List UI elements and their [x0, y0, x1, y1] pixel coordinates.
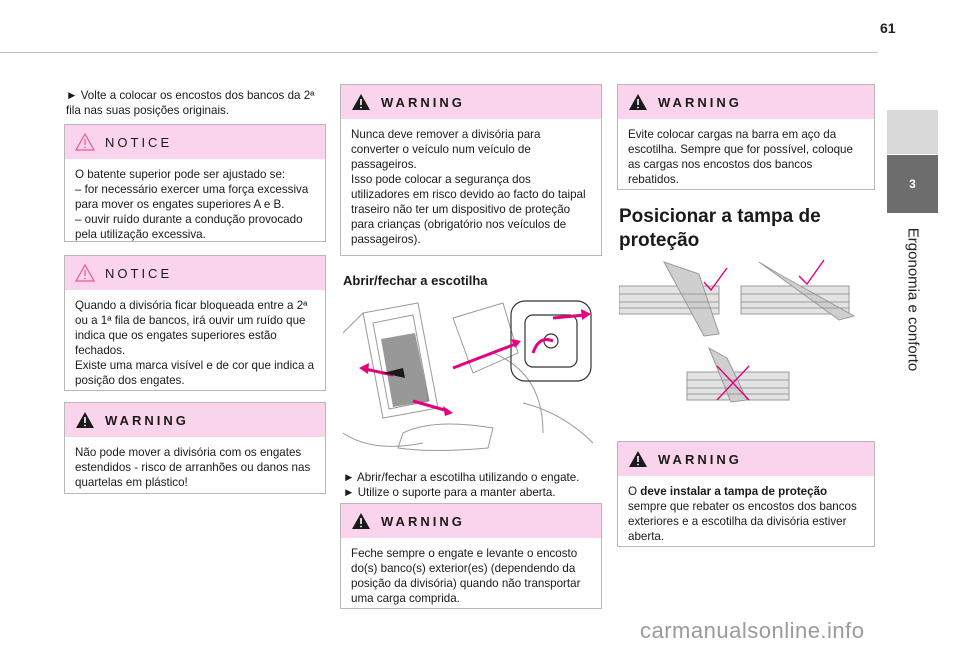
notice-box-2: NOTICE Quando a divisória ficar bloquead… — [64, 255, 326, 391]
notice-text: Existe uma marca visível e de cor que in… — [75, 359, 315, 387]
warning-label: WARNING — [658, 94, 742, 110]
section-heading-cover: Posicionar a tampa de proteção — [619, 205, 821, 253]
warning-header: WARNING — [618, 85, 874, 119]
notice-text: Quando a divisória ficar bloqueada entre… — [75, 299, 308, 357]
notice-body: Quando a divisória ficar bloqueada entre… — [65, 290, 325, 394]
intro-step: ► Volte a colocar os encostos dos bancos… — [66, 89, 315, 117]
notice-body: O batente superior pode ser ajustado se:… — [65, 159, 325, 248]
warning-triangle-icon — [75, 411, 95, 429]
chapter-title: Ergonomia e conforto — [883, 213, 943, 413]
heading-line: Posicionar a tampa de — [619, 206, 821, 227]
warning-text: Nunca deve remover a divisória para conv… — [351, 128, 541, 171]
warning-body: Feche sempre o engate e levante o encost… — [351, 547, 581, 605]
warning-label: WARNING — [658, 451, 742, 467]
warning-suffix: sempre que rebater os encostos dos banco… — [628, 500, 857, 543]
warning-header: WARNING — [341, 504, 601, 538]
step-2: ► Utilize o suporte para a manter aberta… — [343, 486, 556, 499]
section-heading-hatch: Abrir/fechar a escotilha — [343, 273, 488, 288]
warning-body: Não pode mover a divisória com os engate… — [75, 446, 311, 489]
chapter-tab[interactable]: 3 — [887, 155, 938, 213]
notice-triangle-icon — [75, 133, 95, 151]
warning-triangle-icon — [628, 93, 648, 111]
warning-body: Nunca deve remover a divisória para conv… — [341, 119, 601, 253]
warning-box-5: WARNING O deve instalar a tampa de prote… — [617, 441, 875, 547]
header-divider — [0, 52, 878, 53]
warning-triangle-icon — [351, 512, 371, 530]
page-number: 61 — [880, 20, 896, 36]
warning-body: Evite colocar cargas na barra em aço da … — [628, 128, 853, 186]
chapter-number: 3 — [909, 177, 916, 191]
warning-body: O deve instalar a tampa de proteção semp… — [618, 476, 874, 550]
side-tab-strip — [887, 110, 938, 154]
watermark: carmanualsonline.info — [640, 618, 865, 643]
notice-header: NOTICE — [65, 256, 325, 290]
warning-triangle-icon — [351, 93, 371, 111]
notice-label: NOTICE — [105, 134, 173, 150]
warning-box-2: WARNING Nunca deve remover a divisória p… — [340, 84, 602, 256]
notice-label: NOTICE — [105, 265, 173, 281]
hatch-illustration — [342, 293, 601, 459]
warning-header: WARNING — [341, 85, 601, 119]
warning-text: Isso pode colocar a segurança dos utiliz… — [351, 173, 586, 246]
warning-label: WARNING — [105, 412, 189, 428]
warning-header: WARNING — [618, 442, 874, 476]
step-1: ► Abrir/fechar a escotilha utilizando o … — [343, 471, 580, 484]
chapter-title-text: Ergonomia e conforto — [904, 227, 922, 372]
notice-line: – ouvir ruído durante a condução provoca… — [75, 213, 303, 241]
notice-line: O batente superior pode ser ajustado se: — [75, 168, 286, 181]
cover-illustration — [618, 254, 875, 416]
warning-box-1: WARNING Não pode mover a divisória com o… — [64, 402, 326, 494]
warning-triangle-icon — [628, 450, 648, 468]
warning-label: WARNING — [381, 513, 465, 529]
warning-prefix: O — [628, 485, 641, 498]
notice-triangle-icon — [75, 264, 95, 282]
notice-box-1: NOTICE O batente superior pode ser ajust… — [64, 124, 326, 242]
warning-label: WARNING — [381, 94, 465, 110]
notice-line: – for necessário exercer uma força exces… — [75, 183, 309, 211]
warning-emphasis: deve instalar a tampa de proteção — [640, 485, 828, 498]
heading-line: proteção — [619, 230, 700, 251]
warning-box-3: WARNING Feche sempre o engate e levante … — [340, 503, 602, 609]
warning-box-4: WARNING Evite colocar cargas na barra em… — [617, 84, 875, 190]
notice-header: NOTICE — [65, 125, 325, 159]
warning-header: WARNING — [65, 403, 325, 437]
